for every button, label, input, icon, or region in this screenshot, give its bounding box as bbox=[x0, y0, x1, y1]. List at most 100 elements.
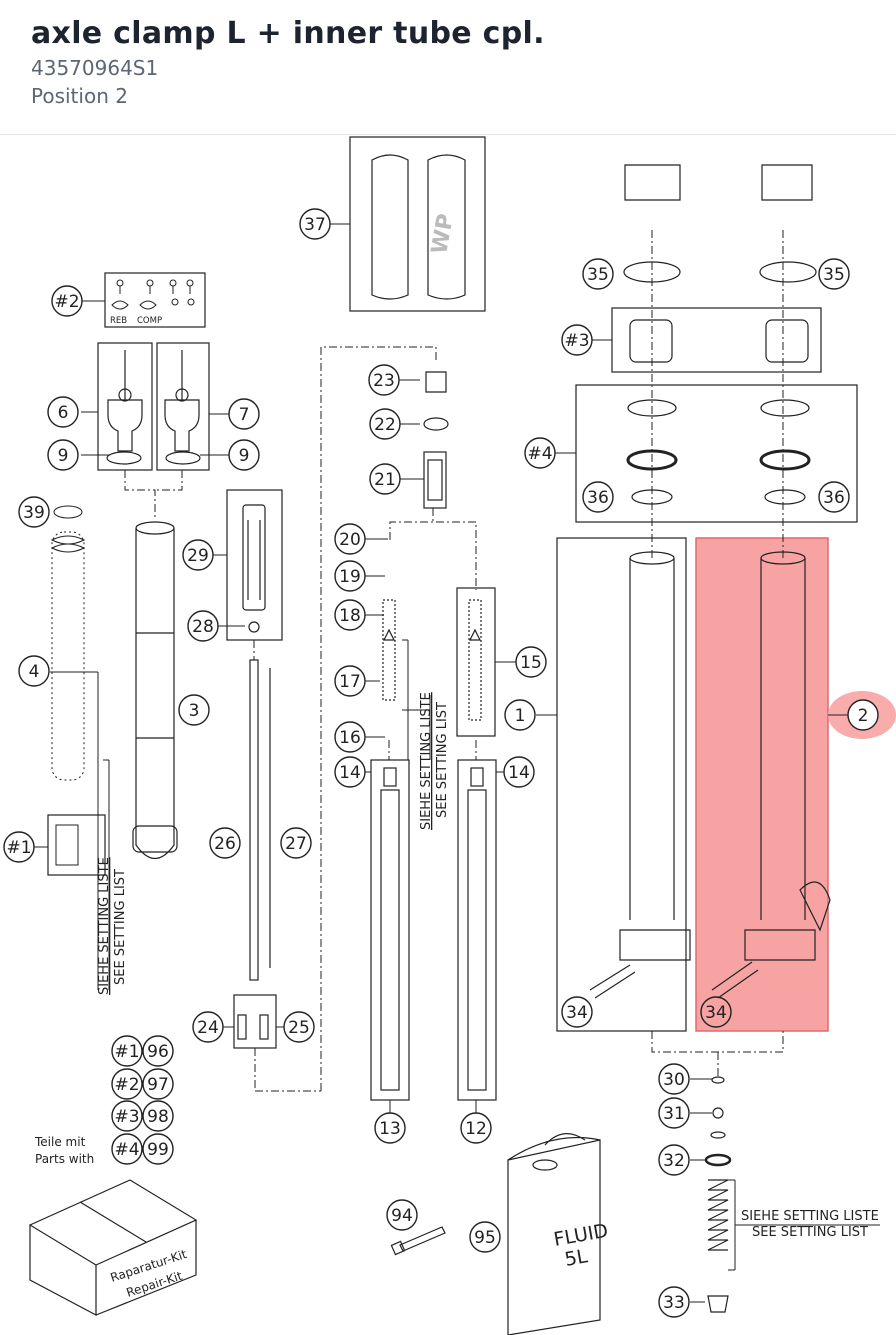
callout-27[interactable]: 27 bbox=[280, 827, 312, 859]
callout-circle bbox=[503, 756, 535, 788]
callout-k3b[interactable]: #3 bbox=[111, 1100, 143, 1132]
callout-18[interactable]: 18 bbox=[334, 599, 366, 631]
box-k4 bbox=[575, 384, 858, 523]
assembly-lines bbox=[124, 230, 784, 1092]
callout-17[interactable]: 17 bbox=[334, 665, 366, 697]
callout-22[interactable]: 22 bbox=[369, 408, 401, 440]
callout-34a[interactable]: 34 bbox=[561, 996, 593, 1028]
callout-9a[interactable]: 9 bbox=[47, 439, 79, 471]
callout-7[interactable]: 7 bbox=[228, 398, 260, 430]
callout-number: 4 bbox=[29, 662, 40, 682]
callout-95[interactable]: 95 bbox=[469, 1221, 501, 1253]
callout-k4[interactable]: #4 bbox=[524, 437, 556, 469]
callout-number: 18 bbox=[339, 606, 361, 626]
callout-37[interactable]: 37 bbox=[299, 208, 331, 240]
callout-31[interactable]: 31 bbox=[658, 1097, 690, 1129]
callout-k2[interactable]: #2 bbox=[51, 285, 83, 317]
callout-circle bbox=[187, 610, 219, 642]
callout-k1b[interactable]: #1 bbox=[111, 1035, 143, 1067]
callout-9b[interactable]: 9 bbox=[228, 439, 260, 471]
callout-number: 22 bbox=[374, 415, 396, 435]
callout-28[interactable]: 28 bbox=[187, 610, 219, 642]
callout-number: 31 bbox=[663, 1104, 685, 1124]
callout-number: 6 bbox=[58, 403, 69, 423]
callout-98[interactable]: 98 bbox=[142, 1100, 174, 1132]
callout-23[interactable]: 23 bbox=[368, 364, 400, 396]
callout-14b[interactable]: 14 bbox=[503, 756, 535, 788]
callout-99[interactable]: 99 bbox=[142, 1133, 174, 1165]
callout-12[interactable]: 12 bbox=[460, 1112, 492, 1144]
callout-k4b[interactable]: #4 bbox=[111, 1133, 143, 1165]
callout-circle bbox=[334, 721, 366, 753]
callout-35a[interactable]: 35 bbox=[582, 258, 614, 290]
callout-96[interactable]: 96 bbox=[142, 1035, 174, 1067]
callout-16[interactable]: 16 bbox=[334, 721, 366, 753]
callout-circle bbox=[51, 285, 83, 317]
callout-14a[interactable]: 14 bbox=[334, 756, 366, 788]
callout-number: 13 bbox=[379, 1119, 401, 1139]
callout-circle bbox=[299, 208, 331, 240]
callout-32[interactable]: 32 bbox=[658, 1144, 690, 1176]
box-15 bbox=[456, 587, 496, 737]
box-7 bbox=[156, 342, 210, 471]
callout-circle bbox=[369, 408, 401, 440]
callout-20[interactable]: 20 bbox=[334, 523, 366, 555]
callout-circle bbox=[111, 1068, 143, 1100]
callout-circle bbox=[374, 1112, 406, 1144]
callout-36a[interactable]: 36 bbox=[582, 481, 614, 513]
callout-3[interactable]: 3 bbox=[178, 694, 210, 726]
callout-4[interactable]: 4 bbox=[18, 655, 50, 687]
callout-number: 39 bbox=[23, 503, 45, 523]
callout-number: 32 bbox=[663, 1151, 685, 1171]
callout-circle bbox=[111, 1100, 143, 1132]
callout-circle bbox=[561, 324, 593, 356]
callout-k1[interactable]: #1 bbox=[3, 831, 35, 863]
callout-34b[interactable]: 34 bbox=[700, 996, 732, 1028]
fluid-volume: 5L bbox=[563, 1245, 590, 1271]
callout-30[interactable]: 30 bbox=[658, 1063, 690, 1095]
callout-circle bbox=[280, 827, 312, 859]
reb-label: REB bbox=[110, 316, 127, 326]
callout-33[interactable]: 33 bbox=[658, 1286, 690, 1318]
callout-k3[interactable]: #3 bbox=[561, 324, 593, 356]
callout-26[interactable]: 26 bbox=[209, 827, 241, 859]
box-24-25 bbox=[233, 994, 277, 1049]
callout-21[interactable]: 21 bbox=[369, 463, 401, 495]
callout-97[interactable]: 97 bbox=[142, 1068, 174, 1100]
callout-1[interactable]: 1 bbox=[504, 699, 536, 731]
callout-25[interactable]: 25 bbox=[283, 1011, 315, 1043]
callout-number: 15 bbox=[520, 653, 542, 673]
part-2-highlight[interactable] bbox=[695, 537, 829, 1032]
callout-19[interactable]: 19 bbox=[334, 560, 366, 592]
callout-15[interactable]: 15 bbox=[515, 646, 547, 678]
callout-13[interactable]: 13 bbox=[374, 1112, 406, 1144]
setting-label-de-left: SIEHE SETTING LISTE bbox=[97, 857, 112, 995]
callout-number: 25 bbox=[288, 1018, 310, 1038]
upper-seals bbox=[623, 164, 817, 505]
box-13 bbox=[370, 759, 410, 1101]
callout-number: #2 bbox=[54, 292, 79, 312]
callout-35b[interactable]: 35 bbox=[818, 258, 850, 290]
callout-36b[interactable]: 36 bbox=[818, 481, 850, 513]
callout-39[interactable]: 39 bbox=[18, 496, 50, 528]
header: axle clamp L + inner tube cpl. 43570964S… bbox=[0, 0, 896, 135]
callout-number: 96 bbox=[147, 1042, 169, 1062]
callout-29[interactable]: 29 bbox=[182, 539, 214, 571]
callout-circle bbox=[334, 756, 366, 788]
page-title: axle clamp L + inner tube cpl. bbox=[31, 16, 545, 51]
callout-number: 1 bbox=[515, 706, 526, 726]
callout-6[interactable]: 6 bbox=[47, 396, 79, 428]
comp-label: COMP bbox=[137, 316, 162, 326]
callout-k2b[interactable]: #2 bbox=[111, 1068, 143, 1100]
callout-94[interactable]: 94 bbox=[386, 1199, 418, 1231]
callout-circle bbox=[47, 396, 79, 428]
callout-number: 16 bbox=[339, 728, 361, 748]
callout-2[interactable]: 2 bbox=[847, 699, 879, 731]
callout-circle bbox=[192, 1011, 224, 1043]
callout-24[interactable]: 24 bbox=[192, 1011, 224, 1043]
callout-number: 14 bbox=[339, 763, 361, 783]
callout-circle bbox=[818, 481, 850, 513]
part-13-12-cartridges bbox=[380, 599, 487, 1091]
callout-circle bbox=[524, 437, 556, 469]
